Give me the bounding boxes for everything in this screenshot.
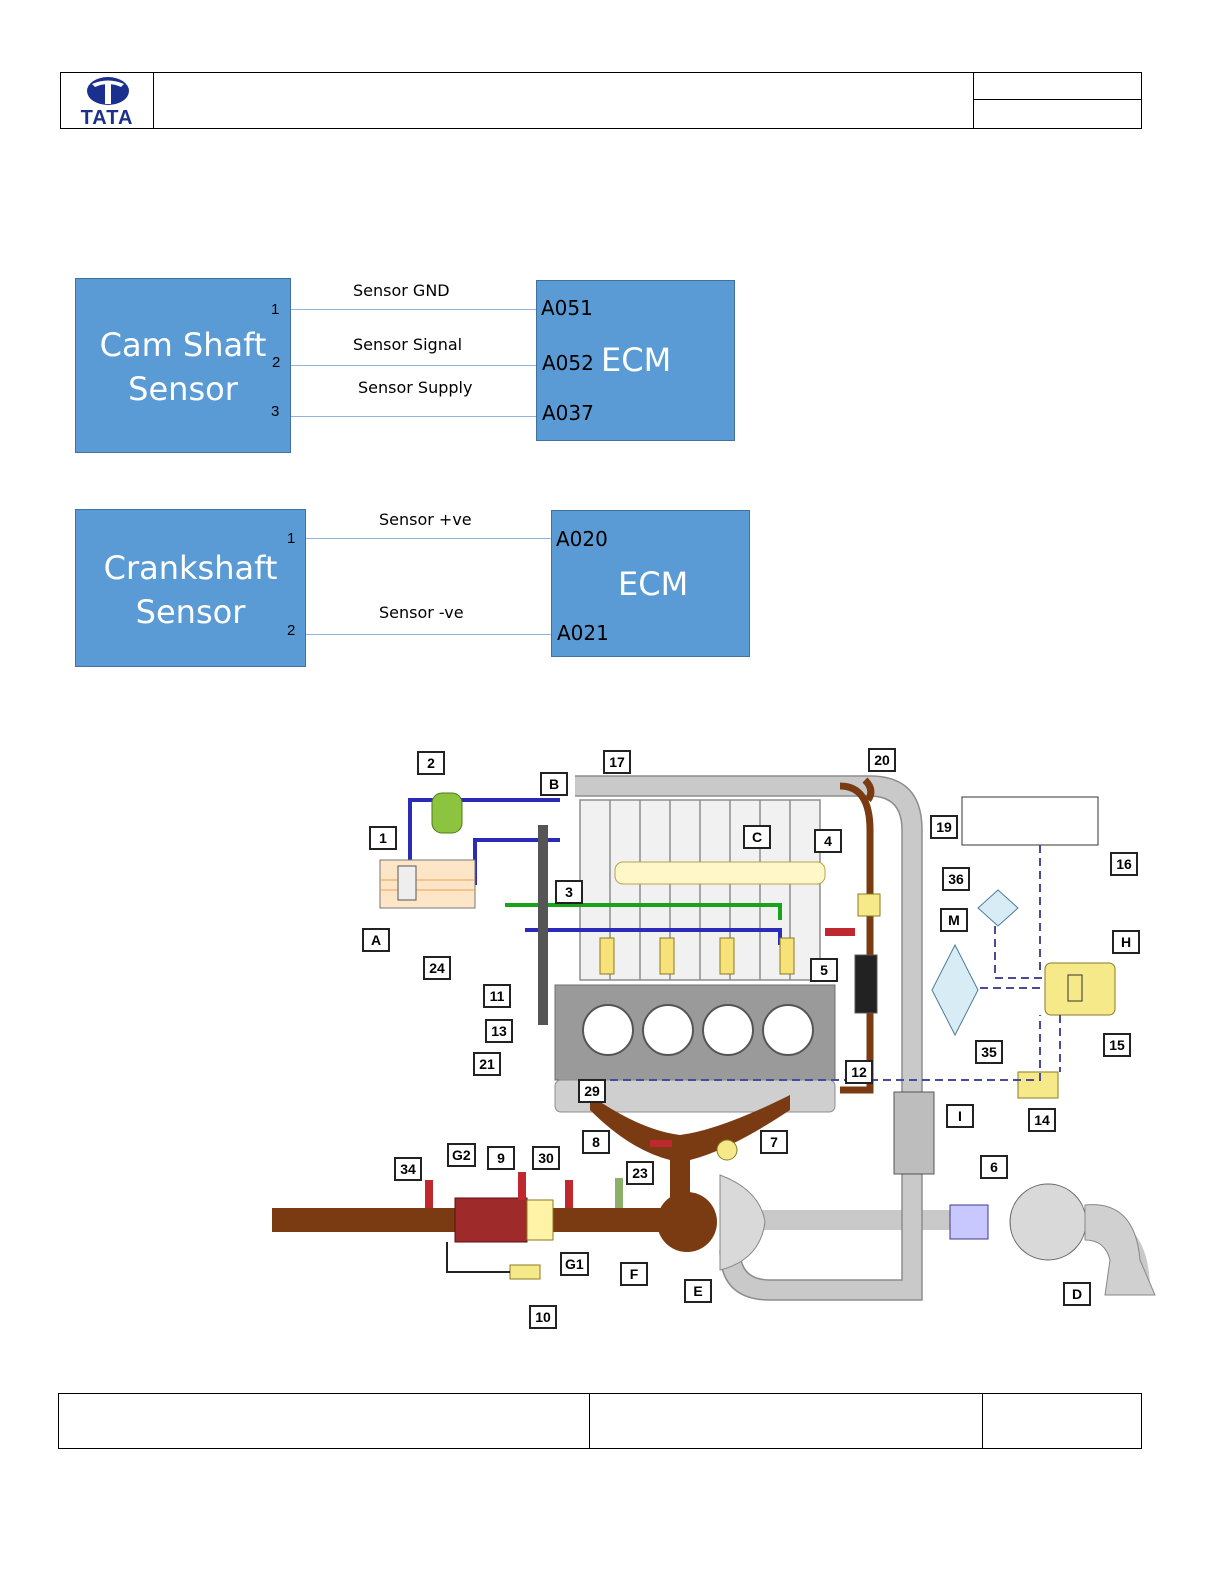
cam-wire-label-3: Sensor Supply — [358, 378, 473, 397]
crank-ecm-box: ECM — [551, 510, 750, 657]
cam-ecm-label: ECM — [601, 341, 672, 379]
crank-ecm-label: ECM — [618, 565, 689, 603]
cam-wire-3 — [291, 416, 536, 417]
callout-21: 21 — [473, 1052, 501, 1076]
fuel-rail — [614, 861, 826, 885]
cam-pin-2: 2 — [272, 354, 281, 371]
document-footer — [58, 1393, 1142, 1449]
header-right-cells — [973, 73, 1142, 128]
callout-29: 29 — [578, 1079, 606, 1103]
callout-4: 4 — [814, 829, 842, 853]
callout-m: M — [940, 908, 968, 932]
pedal-box — [961, 796, 1099, 846]
callout-13: 13 — [485, 1019, 513, 1043]
callout-17: 17 — [603, 750, 631, 774]
callout-24: 24 — [423, 956, 451, 980]
callout-9: 9 — [487, 1146, 515, 1170]
cam-pin-1: 1 — [271, 301, 280, 318]
cam-ecm-pin-1: A051 — [541, 296, 593, 320]
callout-30: 30 — [532, 1146, 560, 1170]
crank-pin-2: 2 — [287, 622, 296, 639]
crank-ecm-pin-1: A020 — [556, 527, 608, 551]
turbocharger — [657, 1174, 766, 1271]
callout-5: 5 — [810, 958, 838, 982]
cam-sensor-label: Cam Shaft Sensor — [99, 326, 267, 408]
tata-logo: TATA — [61, 73, 154, 129]
air-filter — [1009, 1183, 1156, 1296]
callout-g1: G1 — [560, 1252, 589, 1276]
dpf-sensor-line — [446, 1242, 510, 1273]
callout-a: A — [362, 928, 390, 952]
footer-left — [58, 1393, 590, 1449]
callout-14: 14 — [1028, 1108, 1056, 1132]
crank-wire-1 — [306, 538, 551, 539]
callout-35: 35 — [975, 1040, 1003, 1064]
crank-sensor-box: Crankshaft Sensor — [75, 509, 306, 667]
crank-ecm-pin-2: A021 — [557, 621, 609, 645]
callout-20: 20 — [868, 748, 896, 772]
callout-7: 7 — [760, 1130, 788, 1154]
callout-6: 6 — [980, 1155, 1008, 1179]
crank-wire-2 — [306, 634, 551, 635]
charge-air-cooler-icon — [931, 943, 979, 1037]
callout-36: 36 — [942, 867, 970, 891]
callout-8: 8 — [582, 1130, 610, 1154]
cam-sensor-box: Cam Shaft Sensor — [75, 278, 291, 453]
callout-12: 12 — [845, 1060, 873, 1084]
callout-34: 34 — [394, 1157, 422, 1181]
cam-wire-2 — [291, 365, 536, 366]
callout-11: 11 — [483, 984, 511, 1008]
footer-middle — [589, 1393, 982, 1449]
ecu-unit — [1044, 962, 1116, 1016]
crank-sensor-label: Crankshaft Sensor — [103, 549, 278, 631]
callout-1: 1 — [369, 826, 397, 850]
callout-3: 3 — [555, 880, 583, 904]
callout-c: C — [743, 825, 771, 849]
egr-cooler — [854, 954, 878, 1014]
fuel-filter — [431, 792, 463, 834]
crank-pin-1: 1 — [287, 530, 296, 547]
callout-23: 23 — [626, 1161, 654, 1185]
control-lines — [610, 845, 1061, 1081]
callout-2: 2 — [417, 751, 445, 775]
atmospheric-sensor — [1017, 1071, 1059, 1099]
cam-ecm-pin-3: A037 — [542, 401, 594, 425]
cam-wire-label-1: Sensor GND — [353, 281, 450, 300]
small-sensors — [425, 893, 881, 1280]
injectors — [599, 937, 795, 975]
mass-airflow-sensor — [949, 1204, 989, 1240]
document-header: TATA — [60, 72, 1142, 129]
logo-text: TATA — [80, 107, 134, 129]
cam-pin-3: 3 — [271, 403, 280, 420]
callout-15: 15 — [1103, 1033, 1131, 1057]
callout-16: 16 — [1110, 852, 1138, 876]
callout-d: D — [1063, 1282, 1091, 1306]
intercooler — [893, 1091, 935, 1175]
tata-emblem-icon — [87, 77, 129, 105]
callout-e: E — [684, 1279, 712, 1303]
callout-f: F — [620, 1262, 648, 1286]
diamond-sensor — [977, 889, 1019, 927]
callout-10: 10 — [529, 1305, 557, 1329]
crank-wire-label-1: Sensor +ve — [379, 510, 472, 529]
crank-wire-label-2: Sensor -ve — [379, 603, 464, 622]
fuel-tank — [379, 859, 476, 909]
cylinder-block — [554, 984, 836, 1113]
cam-wire-1 — [291, 309, 536, 310]
timing-belt — [538, 825, 548, 1025]
cam-ecm-box: ECM — [536, 280, 735, 441]
exhaust-system — [272, 777, 875, 1243]
callout-19: 19 — [930, 815, 958, 839]
cam-wire-label-2: Sensor Signal — [353, 335, 463, 354]
callout-i: I — [946, 1104, 974, 1128]
footer-right — [982, 1393, 1142, 1449]
cam-ecm-pin-2: A052 — [542, 351, 594, 375]
callout-g2: G2 — [447, 1143, 476, 1167]
callout-h: H — [1112, 930, 1140, 954]
callout-b: B — [540, 772, 568, 796]
